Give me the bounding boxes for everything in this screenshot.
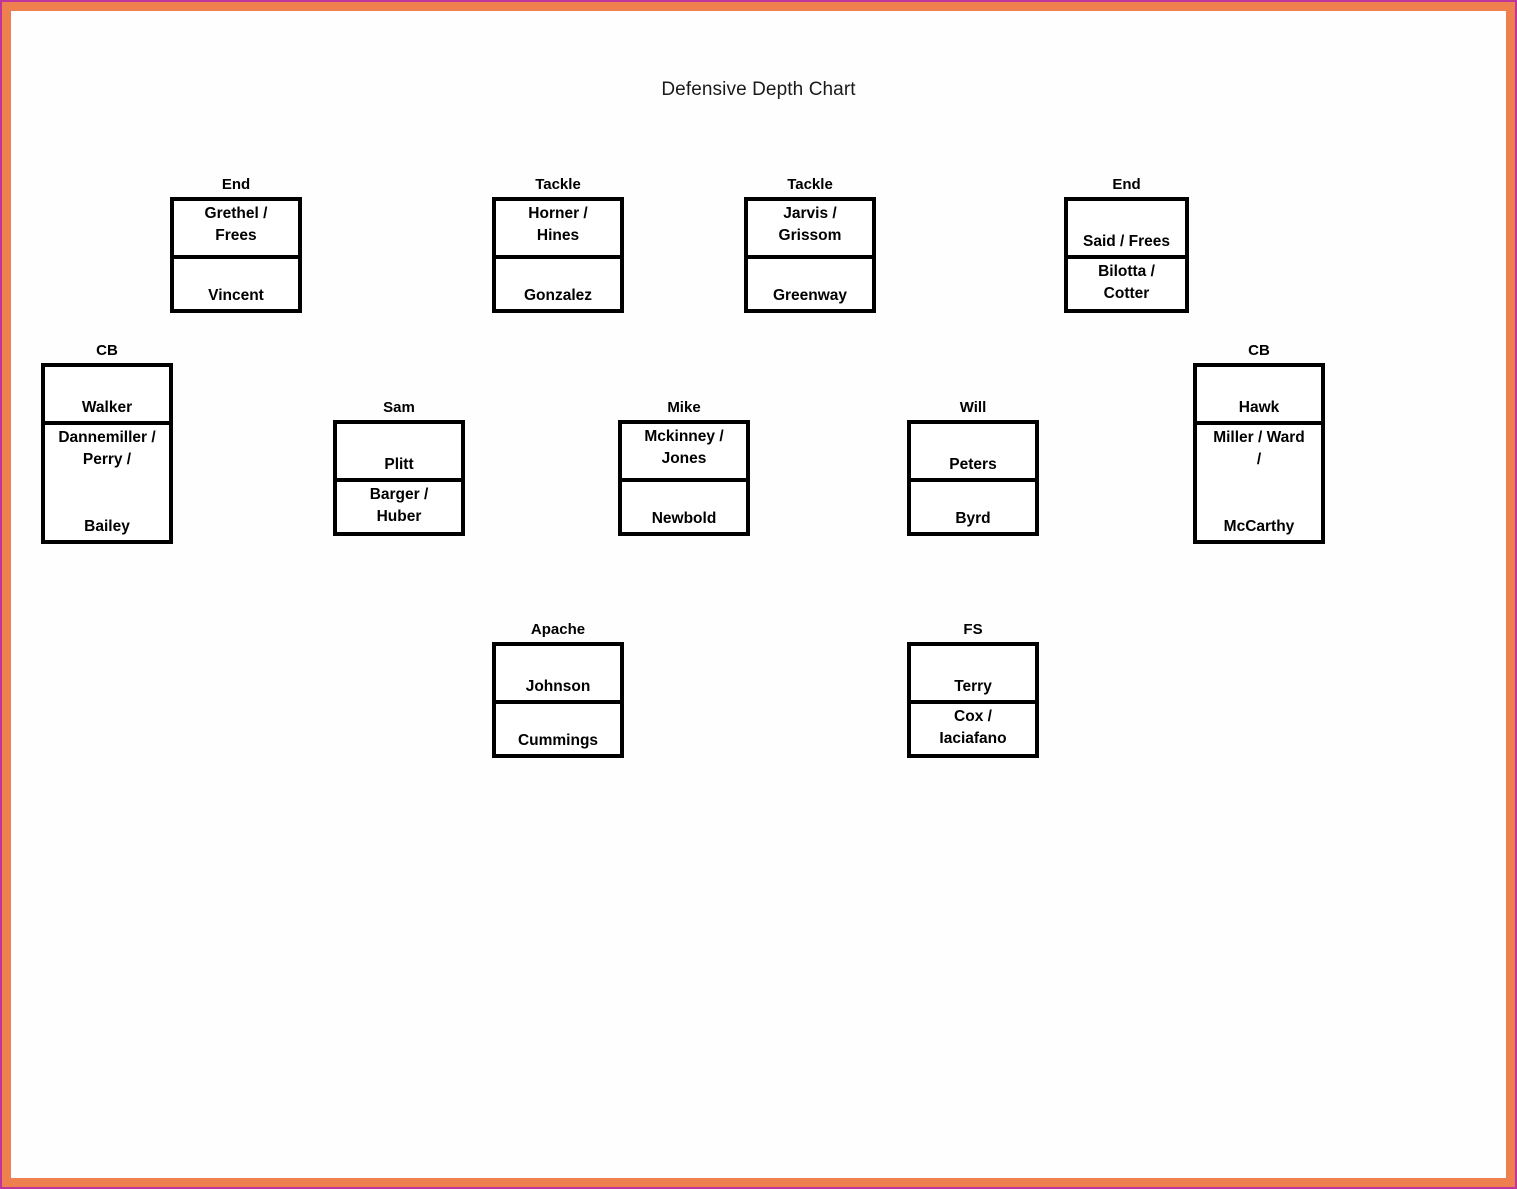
depth-cell-backup[interactable]: Bilotta / Cotter — [1098, 263, 1155, 302]
position-label-right-end: End — [1112, 176, 1141, 193]
position-label-mike: Mike — [667, 399, 701, 416]
depth-cell-starter[interactable]: Horner / Hines — [496, 201, 620, 259]
position-group-right-end: End Said / Frees Bilotta / Cotter — [1064, 176, 1189, 313]
depth-cell-backup[interactable]: Cox / Iaciafano — [939, 708, 1007, 747]
depth-cell-backup[interactable]: Barger / Huber — [369, 486, 429, 525]
depth-cell-starter[interactable]: Johnson — [496, 646, 620, 704]
position-box-right-end[interactable]: Said / Frees Bilotta / Cotter — [1064, 197, 1189, 313]
depth-cell-starter[interactable]: Walker — [45, 367, 169, 425]
position-group-left-cb: CB Walker Dannemiller / Perry / Bailey — [41, 342, 173, 544]
depth-cell-backup[interactable]: Gonzalez — [523, 287, 593, 304]
position-label-will: Will — [959, 399, 987, 416]
position-label-apache: Apache — [530, 621, 586, 638]
depth-cell-backup[interactable]: Vincent — [208, 287, 264, 304]
depth-cell-starter[interactable]: Plitt — [337, 424, 461, 482]
page-title: Defensive Depth Chart — [661, 79, 856, 100]
position-label-left-cb: CB — [96, 342, 118, 359]
depth-cell-backup[interactable]: Miller / Ward / McCarthy — [1197, 425, 1321, 540]
depth-cell-backup-upper: Miller / Ward / — [1213, 429, 1305, 468]
position-group-apache: Apache Johnson Cummings — [492, 621, 624, 758]
position-box-will[interactable]: Peters Byrd — [907, 420, 1039, 536]
chart-canvas: Defensive Depth Chart End Grethel / Free… — [11, 11, 1506, 1178]
depth-cell-starter[interactable]: Terry — [911, 646, 1035, 704]
depth-cell-starter[interactable]: Hawk — [1197, 367, 1321, 425]
position-label-right-cb: CB — [1248, 342, 1270, 359]
depth-cell-backup[interactable]: Greenway — [772, 287, 848, 304]
depth-cell-backup-upper: Dannemiller / Perry / — [58, 429, 156, 468]
position-group-left-tackle: Tackle Horner / Hines Gonzalez — [492, 176, 624, 313]
position-group-sam: Sam Plitt Barger / Huber — [333, 399, 465, 536]
position-group-mike: Mike Mckinney / Jones Newbold — [618, 399, 750, 536]
depth-cell-starter[interactable]: Jarvis / Grissom — [748, 201, 872, 259]
depth-cell-starter[interactable]: Said / Frees — [1068, 201, 1185, 259]
position-label-right-tackle: Tackle — [787, 176, 833, 193]
position-box-right-cb[interactable]: Hawk Miller / Ward / McCarthy — [1193, 363, 1325, 544]
position-box-right-tackle[interactable]: Jarvis / Grissom Greenway — [744, 197, 876, 313]
depth-cell-backup[interactable]: Dannemiller / Perry / Bailey — [45, 425, 169, 540]
depth-cell-starter[interactable]: Mckinney / Jones — [622, 424, 746, 482]
position-label-left-tackle: Tackle — [535, 176, 581, 193]
position-box-left-cb[interactable]: Walker Dannemiller / Perry / Bailey — [41, 363, 173, 544]
position-group-will: Will Peters Byrd — [907, 399, 1039, 536]
position-box-fs[interactable]: Terry Cox / Iaciafano — [907, 642, 1039, 758]
position-box-sam[interactable]: Plitt Barger / Huber — [333, 420, 465, 536]
position-group-right-cb: CB Hawk Miller / Ward / McCarthy — [1193, 342, 1325, 544]
position-group-right-tackle: Tackle Jarvis / Grissom Greenway — [744, 176, 876, 313]
position-box-left-end[interactable]: Grethel / Frees Vincent — [170, 197, 302, 313]
depth-cell-starter[interactable]: Peters — [911, 424, 1035, 482]
position-group-left-end: End Grethel / Frees Vincent — [170, 176, 302, 313]
position-box-apache[interactable]: Johnson Cummings — [492, 642, 624, 758]
depth-cell-starter[interactable]: Grethel / Frees — [174, 201, 298, 259]
depth-cell-backup-lower: McCarthy — [1223, 518, 1295, 535]
position-group-fs: FS Terry Cox / Iaciafano — [907, 621, 1039, 758]
position-box-mike[interactable]: Mckinney / Jones Newbold — [618, 420, 750, 536]
depth-cell-backup-lower: Bailey — [84, 518, 130, 535]
position-label-sam: Sam — [383, 399, 415, 416]
depth-cell-backup[interactable]: Cummings — [517, 732, 599, 749]
position-label-fs: FS — [963, 621, 983, 638]
depth-cell-backup[interactable]: Byrd — [955, 510, 991, 527]
position-box-left-tackle[interactable]: Horner / Hines Gonzalez — [492, 197, 624, 313]
depth-cell-backup[interactable]: Newbold — [651, 510, 717, 527]
position-label-left-end: End — [221, 176, 251, 193]
